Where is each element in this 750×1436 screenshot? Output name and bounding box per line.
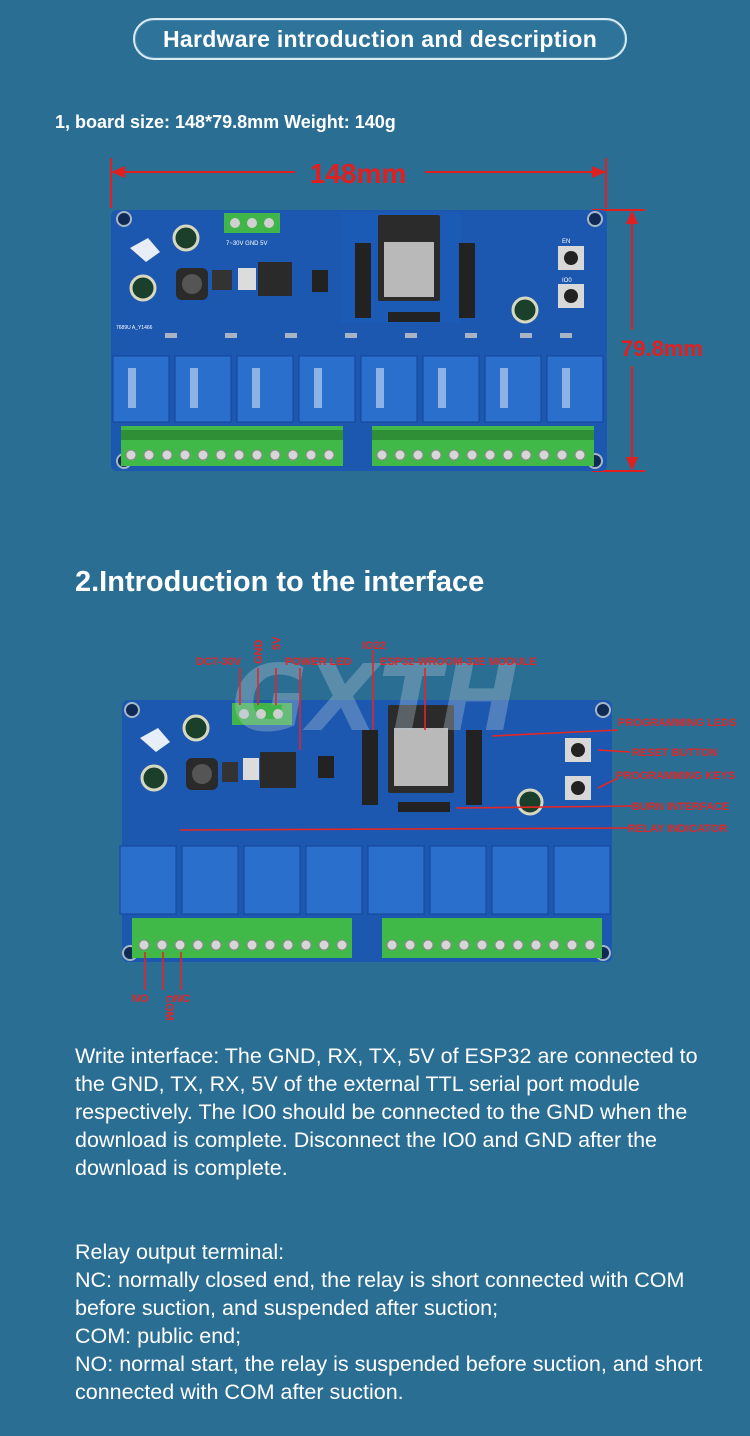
- width-dimension: [110, 158, 607, 208]
- write-interface-paragraph: Write interface: The GND, RX, TX, 5V of …: [75, 1044, 698, 1180]
- label-no: NO: [132, 993, 149, 1005]
- relay-board-photo-annotated: [119, 700, 612, 962]
- relay-com-desc: COM: public end;: [75, 1324, 242, 1348]
- label-burn-interface: BURN INTERFACE: [632, 801, 729, 813]
- label-dc: DC7-30V: [196, 656, 242, 668]
- section-title: Hardware introduction and description: [162, 25, 598, 52]
- relay-no-desc: NO: normal start, the relay is suspended…: [75, 1352, 703, 1404]
- section-title-pill: Hardware introduction and description: [133, 18, 627, 60]
- label-gpio: IO22: [362, 640, 386, 652]
- board-en-silk: EN: [562, 239, 570, 245]
- relay-output-text: Relay output terminal: NC: normally clos…: [75, 1238, 715, 1406]
- label-power-led: POWER LED: [285, 656, 352, 668]
- write-interface-text: Write interface: The GND, RX, TX, 5V of …: [75, 1042, 715, 1182]
- interface-figure: GXTH DC7-30V GND 5V POWER LED IO22 ESP32…: [119, 636, 737, 1021]
- label-programming-keys: PROGRAMMING KEYS: [616, 770, 735, 782]
- board-input-silk: 7~30V GND 5V: [226, 241, 268, 247]
- label-gnd: GND: [253, 640, 265, 665]
- label-reset-button: RESET BUTTON: [632, 747, 717, 759]
- board-model-silk: 7689U A_Y1466: [116, 325, 153, 331]
- relay-output-title: Relay output terminal:: [75, 1240, 285, 1264]
- annotation-arrows: [144, 650, 633, 990]
- label-esp32-module: ESP32-WROOM-32E MODULE: [380, 656, 536, 668]
- label-5v: 5V: [271, 636, 283, 650]
- label-programming-leds: PROGRAMMING LEDS: [618, 717, 737, 729]
- watermark: GXTH: [232, 645, 518, 752]
- label-nc: NC: [174, 993, 190, 1005]
- interface-heading: 2.Introduction to the interface: [75, 566, 485, 598]
- height-label: 79.8mm: [621, 336, 703, 361]
- board-io0-silk: IO0: [562, 278, 572, 284]
- label-relay-indicator: RELAY INDICATOR: [628, 823, 727, 835]
- board-size-line: 1, board size: 148*79.8mm Weight: 140g: [55, 112, 396, 132]
- width-label: 148mm: [310, 158, 407, 189]
- relay-nc-desc: NC: normally closed end, the relay is sh…: [75, 1268, 685, 1320]
- relay-board-photo: 7~30V GND 5V 7689U A_Y1466 EN IO0: [111, 210, 607, 471]
- label-com: COM: [163, 995, 175, 1021]
- board-dimension-figure: 148mm 79.8mm 7~30V GND 5V 7689U A_Y1466: [110, 158, 703, 472]
